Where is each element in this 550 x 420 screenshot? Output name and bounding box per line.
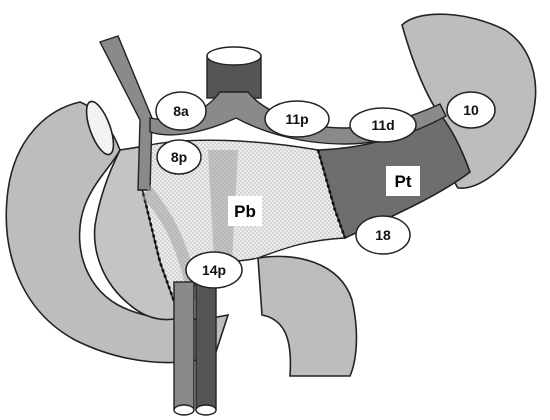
duodenum-third-portion (257, 255, 358, 377)
region-pt-box (386, 166, 420, 196)
lymph-node-8p: 8p (156, 139, 202, 175)
lymph-node-11p: 11p (264, 100, 330, 138)
lymph-node-18: 18 (355, 215, 411, 255)
lymph-node-14p: 14p (185, 251, 243, 289)
sma-vessel (208, 150, 238, 260)
bottom-vessel-right (195, 281, 217, 411)
lymph-node-10: 10 (446, 91, 496, 129)
region-pt-label: Pt (395, 172, 412, 191)
lymph-node-10-label: 10 (463, 102, 479, 118)
lymph-node-8a-label: 8a (173, 103, 189, 119)
duodenum (5, 101, 230, 364)
duodenal-opening (85, 100, 115, 156)
lymph-node-18-label: 18 (375, 227, 391, 243)
lymph-node-14p-label: 14p (202, 262, 226, 278)
resection-line-head (140, 145, 182, 319)
region-pb-label: Pb (234, 202, 256, 221)
bottom-vessel-right-opening (195, 404, 217, 416)
bottom-vessel-left (173, 281, 195, 411)
lymph-node-8a: 8a (155, 91, 207, 131)
pancreatic-head (93, 145, 182, 321)
lymph-node-11d: 11d (349, 107, 417, 143)
resection-line-tail (316, 149, 347, 239)
lymph-node-8p-label: 8p (171, 149, 187, 165)
lymph-node-11d-label: 11d (371, 117, 394, 133)
region-pb-box (228, 196, 262, 226)
bottom-vessel-left-opening (173, 404, 195, 416)
lymph-node-11p-label: 11p (285, 111, 308, 127)
central-vessel-opening (206, 46, 262, 66)
